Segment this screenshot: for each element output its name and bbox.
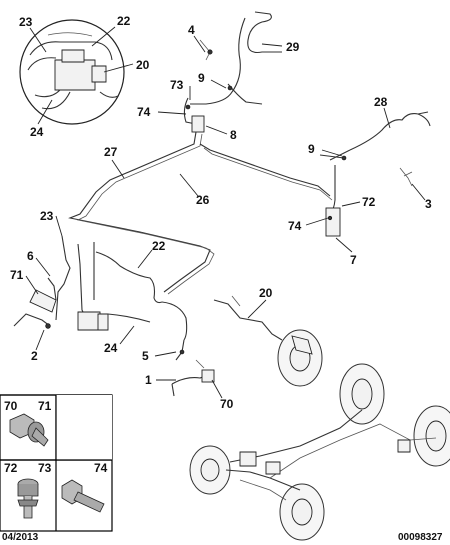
- front-pipe-assembly: [157, 11, 283, 135]
- callout-26: 26: [196, 193, 210, 207]
- master-cylinder-area: [13, 215, 188, 351]
- grid-label-70: 70: [4, 399, 18, 413]
- callout-24: 24: [104, 341, 118, 355]
- grid-label-71: 71: [38, 399, 52, 413]
- callout-22-inset: 22: [117, 14, 131, 28]
- callout-27: 27: [104, 145, 118, 159]
- front-left-hose-area: [154, 339, 223, 399]
- callout-20: 20: [259, 286, 273, 300]
- callout-5: 5: [142, 349, 149, 363]
- brake-hose-union: [191, 115, 205, 133]
- fastener-grid: 70 71 72 73 74: [0, 394, 113, 532]
- rear-right-pipe-assembly: [305, 107, 431, 253]
- callout-9-rear: 9: [308, 142, 315, 156]
- callout-29: 29: [286, 40, 300, 54]
- callout-71: 71: [10, 268, 24, 282]
- abs-modulator-block: [54, 59, 96, 91]
- callout-73: 73: [170, 78, 184, 92]
- callout-2: 2: [31, 349, 38, 363]
- callout-7: 7: [350, 253, 357, 267]
- callout-6: 6: [27, 249, 34, 263]
- wheel-axle-area: [189, 295, 450, 541]
- callout-70: 70: [220, 397, 234, 411]
- callout-9-front: 9: [198, 71, 205, 85]
- callout-8: 8: [230, 128, 237, 142]
- grid-label-73: 73: [38, 461, 52, 475]
- grid-label-72: 72: [4, 461, 18, 475]
- hex-bolt-with-washer-icon: [9, 413, 49, 447]
- callout-74-rear: 74: [288, 219, 302, 233]
- brake-bracket: [29, 289, 57, 313]
- grid-label-74: 74: [94, 461, 108, 475]
- callout-3: 3: [425, 197, 432, 211]
- brake-master-cylinder: [77, 311, 101, 331]
- main-brake-pipes: [68, 131, 333, 295]
- hex-bolt-icon: [61, 479, 105, 513]
- callout-24-inset: 24: [30, 125, 44, 139]
- footer-reference: 00098327: [398, 532, 443, 543]
- callout-74-front: 74: [137, 105, 151, 119]
- footer-date: 04/2013: [2, 532, 39, 543]
- rear-brake-compensator: [325, 207, 341, 237]
- flange-screw-with-clip-icon: [17, 478, 39, 519]
- callout-1: 1: [145, 373, 152, 387]
- callout-22: 22: [152, 239, 166, 253]
- callout-28: 28: [374, 95, 388, 109]
- callout-4: 4: [188, 23, 195, 37]
- callout-23-inset: 23: [19, 15, 33, 29]
- abs-detail-inset: [19, 19, 134, 125]
- callout-20-inset: 20: [136, 58, 150, 72]
- callout-23: 23: [40, 209, 54, 223]
- callout-72: 72: [362, 195, 376, 209]
